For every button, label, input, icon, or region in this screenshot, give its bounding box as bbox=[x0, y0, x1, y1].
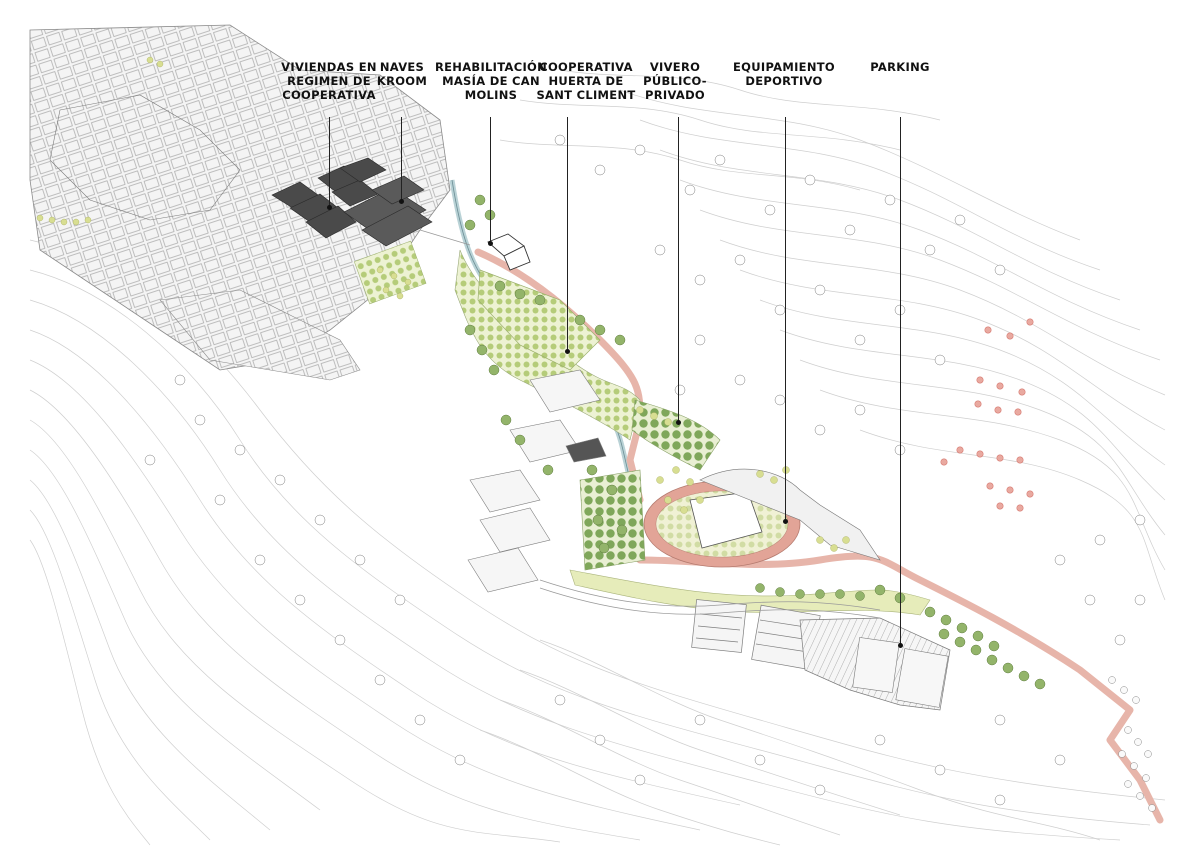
label-line: COOPERATIVA bbox=[539, 60, 633, 74]
label-parking: PARKING bbox=[862, 60, 938, 74]
label-line: REHABILITACIÓN bbox=[434, 60, 548, 74]
parking-area bbox=[799, 617, 951, 711]
green-tree-grove bbox=[464, 194, 1046, 690]
leader-line-rehabilitacion bbox=[490, 117, 492, 243]
sports-facility bbox=[643, 468, 881, 568]
label-line: VIVERO bbox=[649, 60, 701, 74]
label-line: PARKING bbox=[870, 60, 930, 74]
label-viviendas: VIVIENDAS EN REGIMEN DE COOPERATIVA bbox=[262, 60, 396, 102]
town-fabric bbox=[29, 24, 451, 381]
leader-dot-naves bbox=[399, 199, 404, 204]
label-line: PRIVADO bbox=[644, 88, 705, 102]
label-line: PÚBLICO- bbox=[643, 74, 707, 88]
leader-line-naves bbox=[401, 117, 403, 201]
label-line: SANT CLIMENT bbox=[536, 88, 636, 102]
label-line: COOPERATIVA bbox=[282, 88, 376, 102]
mid-buildings bbox=[467, 369, 607, 593]
roads bbox=[419, 229, 881, 619]
label-line: EQUIPAMIENTO bbox=[733, 60, 835, 74]
orchard-red-trees bbox=[940, 318, 1034, 512]
label-naves: NAVES KROOM bbox=[364, 60, 440, 88]
leader-line-equipamiento bbox=[785, 117, 787, 521]
label-cooperativa: COOPERATIVA HUERTA DE SANT CLIMENT bbox=[530, 60, 642, 102]
label-line: DEPORTIVO bbox=[745, 74, 823, 88]
label-vivero: VIVERO PÚBLICO- PRIVADO bbox=[632, 60, 718, 102]
leader-dot-viviendas bbox=[327, 205, 332, 210]
naves-kroom-buildings bbox=[343, 175, 433, 247]
leader-dot-equipamiento bbox=[783, 519, 788, 524]
label-line: NAVES bbox=[379, 60, 425, 74]
olive-trees bbox=[36, 56, 850, 552]
label-equipamiento: EQUIPAMIENTO DEPORTIVO bbox=[722, 60, 846, 88]
leader-dot-parking bbox=[898, 643, 903, 648]
leader-line-viviendas bbox=[329, 117, 331, 207]
huerta-cooperativa bbox=[353, 240, 601, 371]
label-line: KROOM bbox=[376, 74, 428, 88]
label-line: MOLINS bbox=[464, 88, 518, 102]
leader-line-parking bbox=[900, 117, 902, 645]
leader-line-vivero bbox=[678, 117, 680, 422]
leader-dot-rehabilitacion bbox=[488, 241, 493, 246]
label-line: MASÍA DE CAN bbox=[442, 74, 540, 88]
leader-dot-vivero bbox=[676, 420, 681, 425]
viviendas-cooperativa-buildings bbox=[271, 157, 387, 239]
eastern-houses bbox=[1108, 676, 1156, 812]
leader-dot-cooperativa bbox=[565, 349, 570, 354]
scattered-trees bbox=[144, 134, 1146, 806]
label-line: REGIMEN DE bbox=[287, 74, 371, 88]
leader-line-cooperativa bbox=[567, 117, 569, 351]
masia-can-molins bbox=[487, 233, 531, 271]
label-line: HUERTA DE bbox=[548, 74, 624, 88]
label-rehabilitacion: REHABILITACIÓN MASÍA DE CAN MOLINS bbox=[434, 60, 548, 102]
label-line: VIVIENDAS EN bbox=[281, 60, 377, 74]
